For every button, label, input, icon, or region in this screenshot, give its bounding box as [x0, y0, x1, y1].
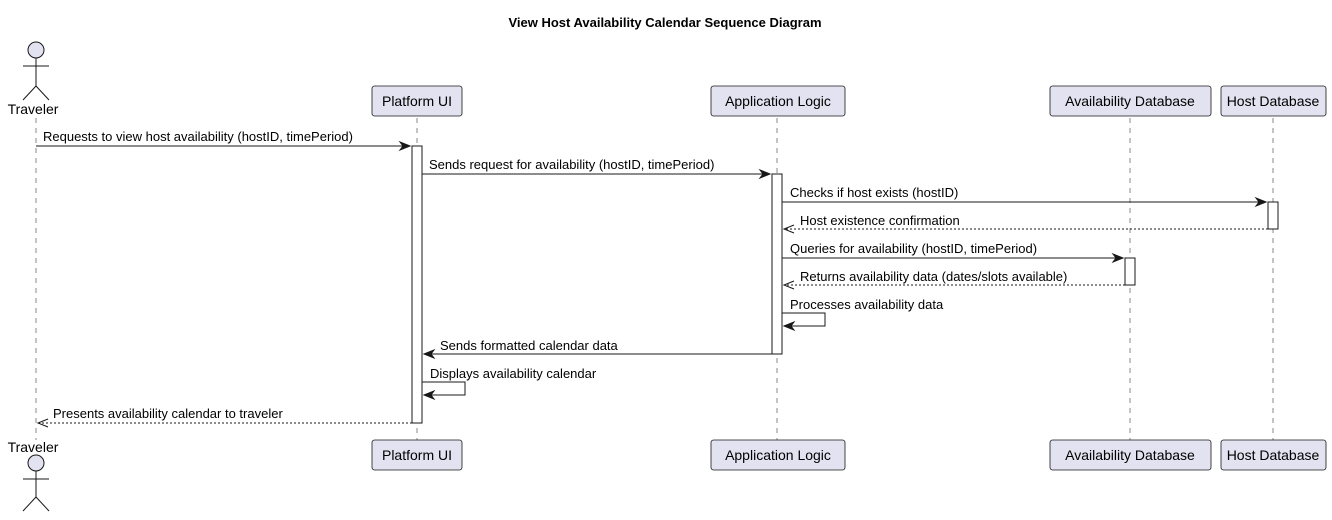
message-query-availability: Queries for availability (hostID, timePe… — [782, 241, 1125, 264]
activation-host-database — [1267, 201, 1279, 230]
svg-text:Checks if host exists (hostID): Checks if host exists (hostID) — [790, 185, 958, 200]
participant-application-logic-bottom: Application Logic — [710, 439, 846, 471]
actor-traveler-top: Traveler — [8, 41, 59, 117]
participant-label-host-database-bottom: Host Database — [1227, 447, 1320, 463]
message-display-availability-calendar: Displays availability calendar — [422, 366, 597, 401]
activation-availability-database — [1124, 257, 1136, 286]
message-return-availability-data: Returns availability data (dates/slots a… — [782, 269, 1125, 290]
participant-label-application-logic: Application Logic — [725, 93, 831, 109]
actor-label-traveler-bottom: Traveler — [8, 439, 59, 455]
actor-traveler-bottom: Traveler — [8, 439, 59, 512]
participant-platform-ui-bottom: Platform UI — [371, 439, 463, 471]
svg-text:Requests to view host availabi: Requests to view host availability (host… — [43, 129, 353, 144]
participant-application-logic-top: Application Logic — [710, 85, 846, 117]
svg-text:Queries for availability (host: Queries for availability (hostID, timePe… — [790, 241, 1037, 256]
activation-application-logic — [771, 173, 783, 355]
svg-text:Host existence confirmation: Host existence confirmation — [800, 213, 960, 228]
message-present-calendar-to-traveler: Presents availability calendar to travel… — [36, 406, 412, 428]
svg-text:Presents availability calendar: Presents availability calendar to travel… — [53, 406, 283, 421]
message-send-request-availability: Sends request for availability (hostID, … — [422, 157, 772, 180]
participant-label-application-logic-bottom: Application Logic — [725, 447, 831, 463]
svg-text:Sends request for availability: Sends request for availability (hostID, … — [429, 157, 714, 172]
participant-host-database-bottom: Host Database — [1220, 439, 1327, 471]
actor-head-icon — [27, 454, 45, 472]
diagram-title: View Host Availability Calendar Sequence… — [508, 15, 821, 30]
message-host-existence-confirmation: Host existence confirmation — [782, 213, 1268, 234]
participant-label-availability-database-bottom: Availability Database — [1065, 447, 1195, 463]
activation-platform-ui — [411, 145, 423, 424]
actor-head-icon — [27, 41, 45, 59]
participant-label-host-database: Host Database — [1227, 93, 1320, 109]
participant-availability-database-top: Availability Database — [1049, 85, 1212, 117]
svg-text:Sends formatted calendar data: Sends formatted calendar data — [440, 338, 619, 353]
svg-text:Processes availability data: Processes availability data — [790, 297, 944, 312]
participant-label-platform-ui: Platform UI — [382, 93, 452, 109]
message-request-view-availability: Requests to view host availability (host… — [36, 129, 412, 152]
participant-label-platform-ui-bottom: Platform UI — [382, 447, 452, 463]
svg-text:Returns availability data (dat: Returns availability data (dates/slots a… — [800, 269, 1067, 284]
message-send-formatted-calendar: Sends formatted calendar data — [422, 338, 772, 360]
actor-label-traveler: Traveler — [8, 101, 59, 117]
participant-label-availability-database: Availability Database — [1065, 93, 1195, 109]
svg-text:Displays availability calendar: Displays availability calendar — [430, 366, 597, 381]
message-check-host-exists: Checks if host exists (hostID) — [782, 185, 1268, 208]
participant-host-database-top: Host Database — [1220, 85, 1327, 117]
participant-availability-database-bottom: Availability Database — [1049, 439, 1212, 471]
message-process-availability-data: Processes availability data — [782, 297, 944, 332]
participant-platform-ui-top: Platform UI — [371, 85, 463, 117]
